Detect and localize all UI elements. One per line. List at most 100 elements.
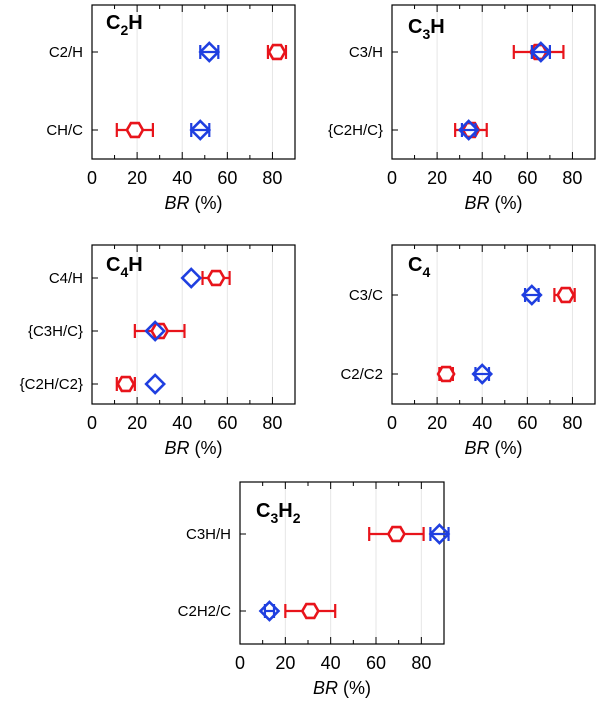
x-tick-label: 40 [472,168,492,188]
panel-title: C4H [106,254,143,280]
category-label: {C3H/C} [28,323,83,340]
title-subscript: 3 [422,26,430,42]
data-point-diamond [258,600,281,622]
x-tick-label: 0 [87,413,97,433]
x-axis-label-unit: (%) [490,438,523,458]
x-tick-label: 40 [172,413,192,433]
data-point-hexagon [116,375,136,393]
data-point-diamond [521,284,543,306]
data-point-hexagon [386,525,406,543]
data-point-diamond [457,119,480,141]
x-axis-label: BR (%) [164,438,222,458]
title-part: H [128,12,142,34]
x-axis-label-unit: (%) [490,193,523,213]
title-part: H [278,500,292,522]
data-point-hexagon [436,365,456,383]
data-point-hexagon [267,43,287,61]
x-axis-label-unit: (%) [338,678,371,698]
x-tick-label: 40 [321,653,341,673]
x-tick-label: 20 [427,168,447,188]
panel-title: C3H2 [256,500,301,526]
x-axis-label: BR (%) [464,193,522,213]
x-tick-label: 20 [127,413,147,433]
title-subscript: 4 [422,264,430,280]
data-point-diamond [180,267,203,289]
category-label: C3/H [349,44,383,61]
x-tick-label: 80 [411,653,431,673]
data-point-diamond [471,363,494,385]
x-axis-label-italic: BR [313,678,338,698]
category-label: {C2H/C} [328,122,383,139]
category-label: C2/H [49,44,83,61]
x-axis-label-italic: BR [464,438,489,458]
x-tick-label: 0 [387,168,397,188]
category-label: C4/H [49,270,83,287]
x-tick-label: 40 [172,168,192,188]
x-tick-label: 0 [87,168,97,188]
plot-frame [391,4,596,160]
title-part: C [106,12,120,34]
x-tick-label: 0 [235,653,245,673]
plot-frame [391,244,596,405]
panel-title: C3H [408,16,445,42]
x-axis-label: BR (%) [464,438,522,458]
x-tick-label: 60 [517,168,537,188]
x-axis-label-unit: (%) [190,193,223,213]
data-point-diamond [428,523,451,545]
category-label: CH/C [46,122,83,139]
category-label: C3H/H [186,526,231,543]
x-tick-label: 80 [262,168,282,188]
x-axis-label: BR (%) [313,678,371,698]
x-tick-label: 60 [217,168,237,188]
data-point-diamond [198,41,221,63]
x-tick-label: 40 [472,413,492,433]
x-axis-label-italic: BR [464,193,489,213]
x-axis-label-italic: BR [164,193,189,213]
data-point-hexagon [150,322,170,340]
title-part: C [106,254,120,276]
category-label: C2H2/C [178,603,232,620]
data-point-diamond [530,41,552,63]
title-subscript: 2 [120,22,128,38]
title-subscript: 3 [270,510,278,526]
title-part: C [408,254,422,276]
plot-frame [91,4,296,160]
plot-frame [239,481,445,645]
x-tick-label: 80 [562,413,582,433]
x-tick-label: 20 [427,413,447,433]
x-tick-label: 60 [366,653,386,673]
panel-title: C2H [106,12,143,38]
x-tick-label: 20 [275,653,295,673]
data-point-hexagon [125,121,145,139]
x-axis-label-italic: BR [164,438,189,458]
title-subscript: 2 [293,510,301,526]
data-point-hexagon [556,286,576,304]
x-axis-label: BR (%) [164,193,222,213]
panel-title: C4 [408,254,430,280]
x-tick-label: 80 [562,168,582,188]
x-tick-label: 60 [217,413,237,433]
category-label: C2/C2 [340,366,383,383]
x-axis-label-unit: (%) [190,438,223,458]
data-point-hexagon [300,602,320,620]
x-tick-label: 20 [127,168,147,188]
title-part: H [430,16,444,38]
data-point-diamond [144,373,166,395]
x-tick-label: 0 [387,413,397,433]
x-tick-label: 80 [262,413,282,433]
plot-frame [91,244,296,405]
title-part: C [408,16,422,38]
title-part: H [128,254,142,276]
data-point-hexagon [206,269,226,287]
x-tick-label: 60 [517,413,537,433]
title-subscript: 4 [120,264,128,280]
data-point-diamond [144,320,166,342]
category-label: {C2H/C2} [20,376,83,393]
data-point-diamond [189,119,212,141]
